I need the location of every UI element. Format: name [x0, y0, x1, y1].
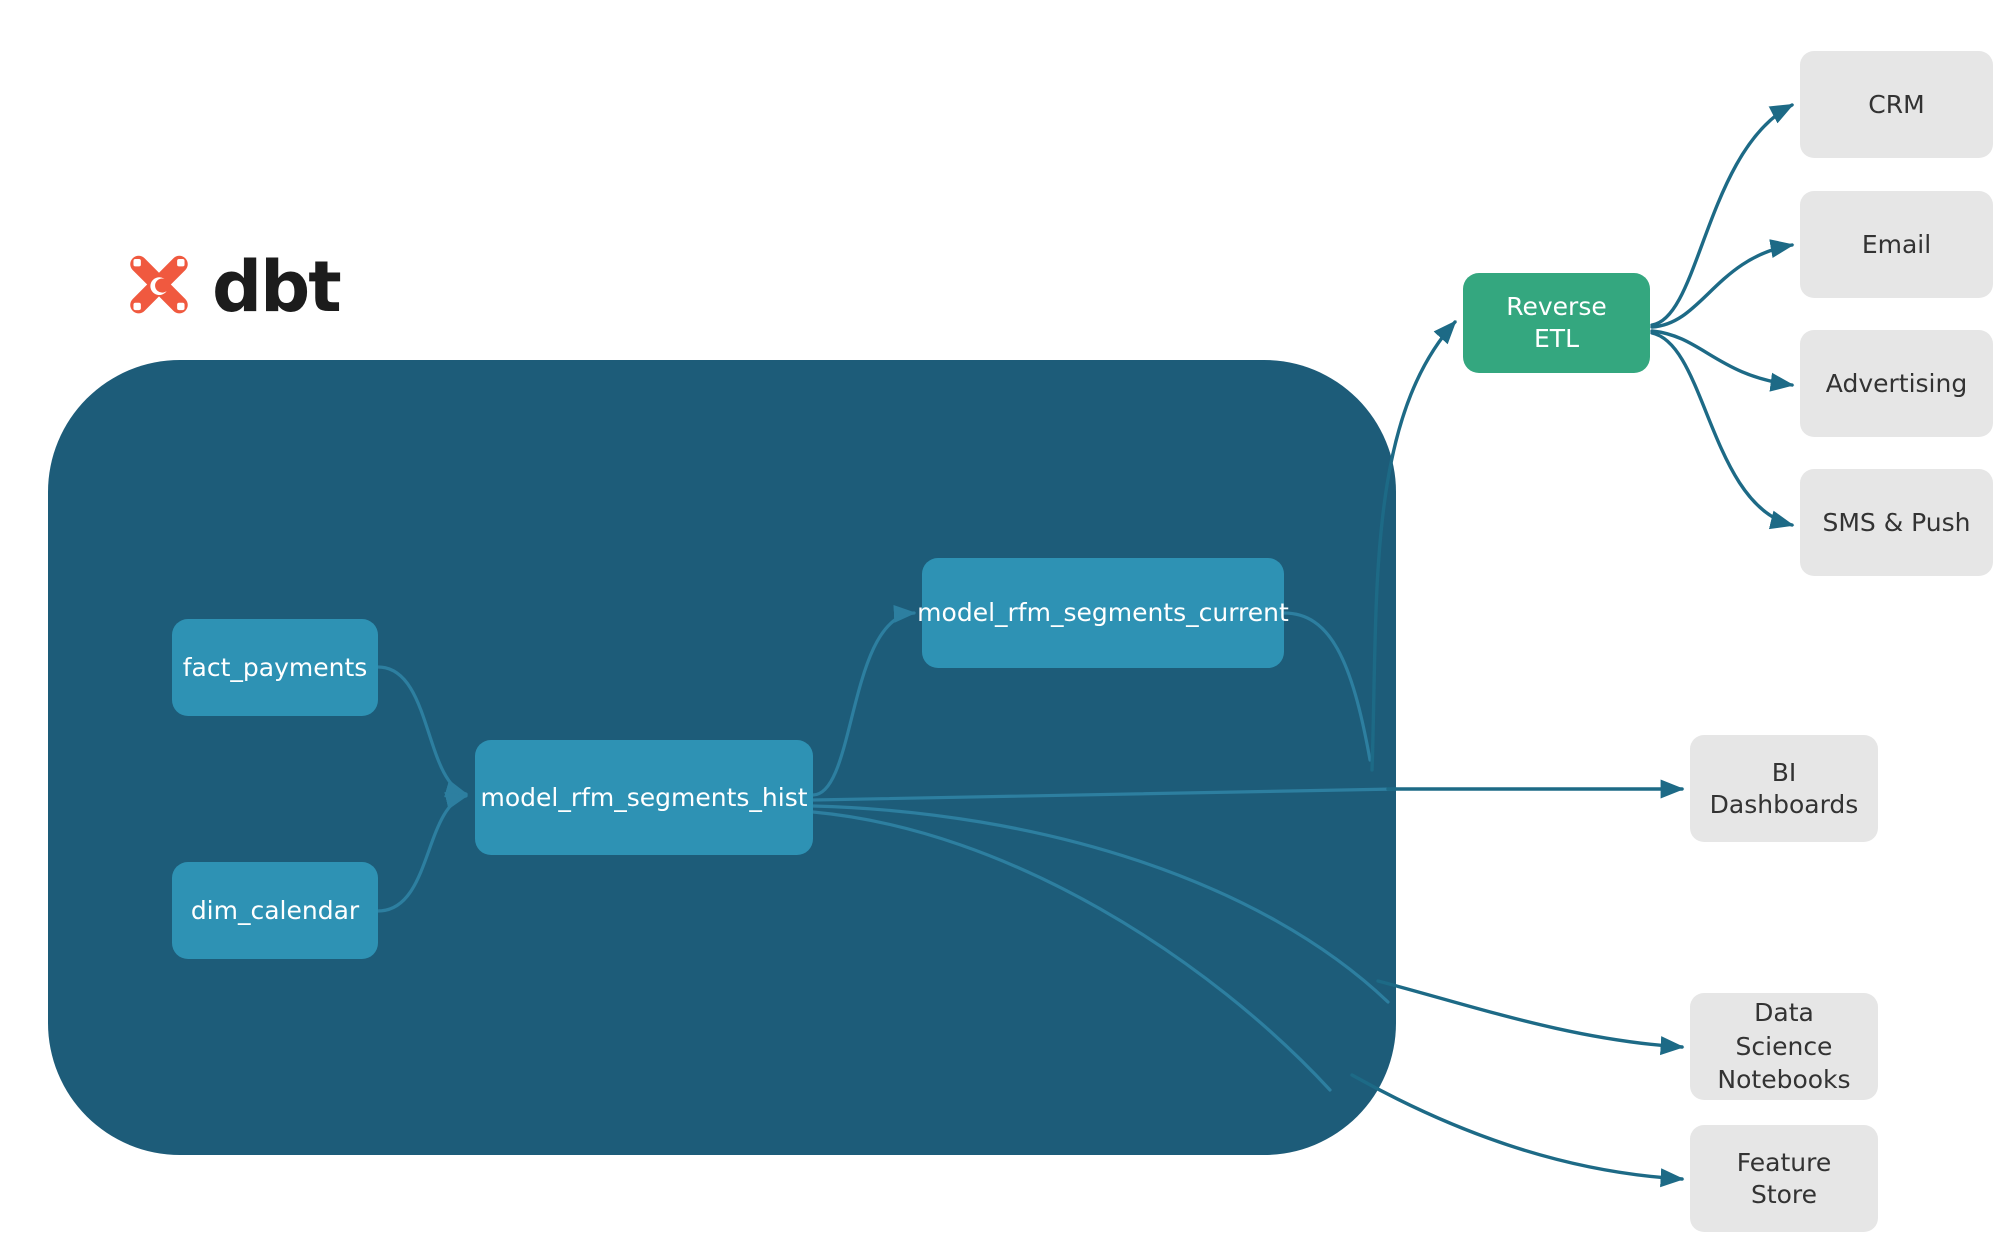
model-label: dim_calendar: [190, 895, 360, 925]
destination-label: Email: [1861, 229, 1932, 259]
model-node-fact-payments[interactable]: fact_payments: [172, 619, 378, 716]
destination-node-advertising[interactable]: Advertising: [1800, 330, 1993, 437]
model-node-dim-calendar[interactable]: dim_calendar: [172, 862, 378, 959]
destination-label: CRM: [1868, 89, 1925, 119]
model-label: fact_payments: [182, 652, 368, 682]
destination-node-sms-push[interactable]: SMS & Push: [1800, 469, 1993, 576]
dbt-wordmark: dbt: [212, 246, 342, 328]
destination-node-data-science-notebooks[interactable]: Data Science Notebooks: [1690, 993, 1878, 1100]
model-label: model_rfm_segments_current: [917, 598, 1289, 627]
destination-node-bi-dashboards[interactable]: BI Dashboards: [1690, 735, 1878, 842]
model-node-rfm-segments-hist[interactable]: model_rfm_segments_hist: [475, 740, 813, 855]
destination-label: Advertising: [1825, 368, 1968, 398]
reverse-etl-node[interactable]: Reverse ETL: [1463, 273, 1650, 373]
reverse-etl-label: Reverse ETL: [1506, 292, 1607, 353]
dbt-logo: dbt: [122, 246, 342, 328]
destination-node-feature-store[interactable]: Feature Store: [1690, 1125, 1878, 1232]
dbt-x-logo-icon: [130, 255, 188, 314]
destination-node-crm[interactable]: CRM: [1800, 51, 1993, 158]
destination-label: BI Dashboards: [1709, 757, 1859, 819]
destination-label: Feature Store: [1736, 1147, 1832, 1209]
destination-label: Data Science Notebooks: [1717, 997, 1851, 1095]
model-node-rfm-segments-current[interactable]: model_rfm_segments_current: [917, 558, 1289, 668]
destination-node-email[interactable]: Email: [1800, 191, 1993, 298]
model-label: model_rfm_segments_hist: [480, 782, 808, 812]
destination-label: SMS & Push: [1822, 507, 1971, 537]
